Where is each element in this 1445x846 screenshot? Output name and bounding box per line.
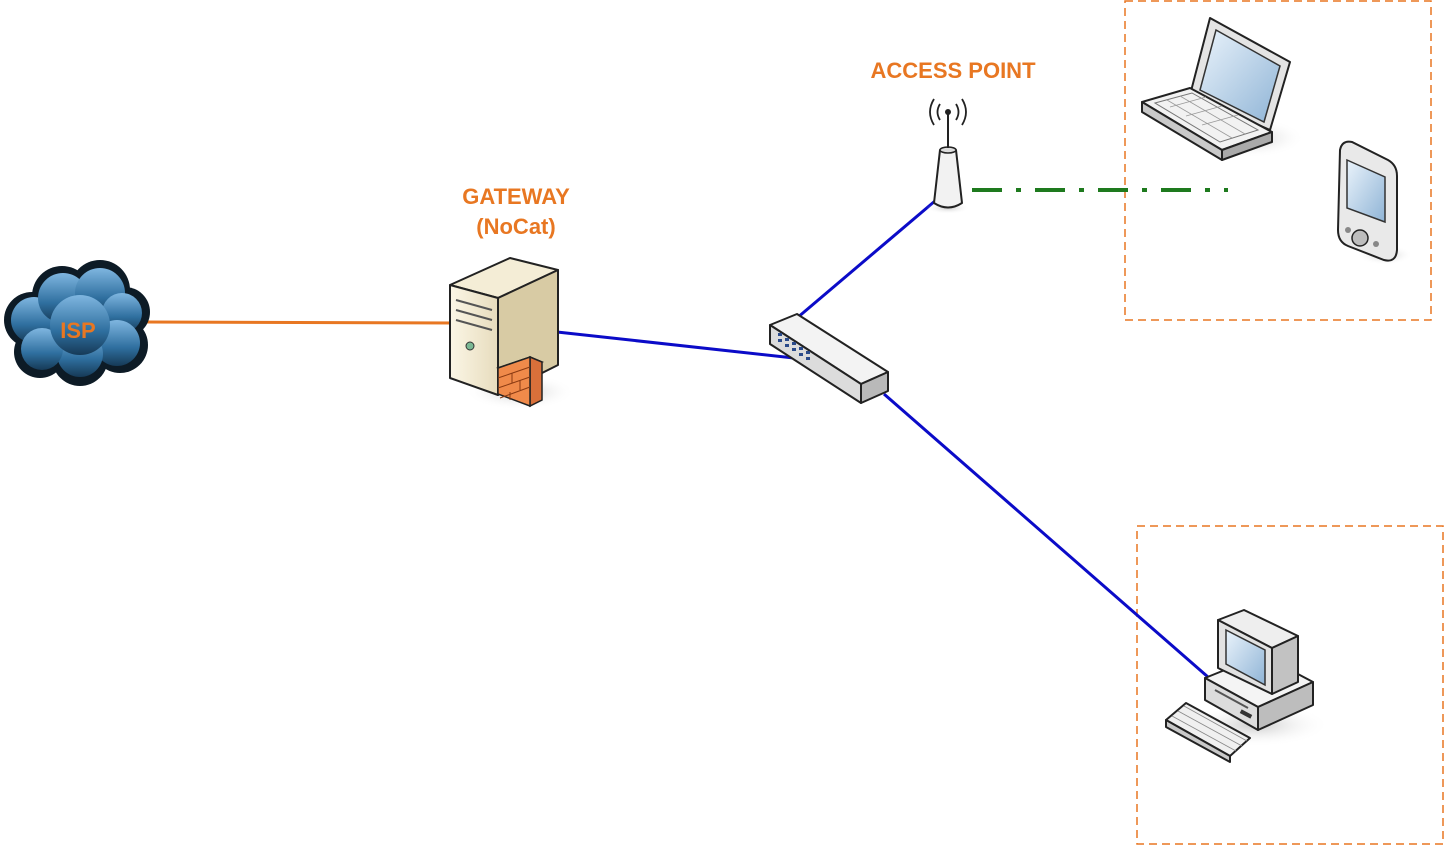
- access-point-label: ACCESS POINT: [870, 58, 1036, 83]
- gateway-server-icon: [449, 257, 575, 410]
- desktop-pc-icon: [1165, 609, 1330, 763]
- gateway-label: GATEWAY: [462, 184, 570, 209]
- network-switch-icon: [769, 313, 889, 404]
- laptop-icon: [1141, 17, 1305, 161]
- switch-desktop-link: [883, 392, 1209, 679]
- gateway-switch-link: [556, 330, 813, 362]
- isp-cloud-icon: [4, 260, 150, 386]
- access-point-icon: [926, 98, 970, 214]
- isp-label: ISP: [60, 318, 96, 343]
- pda-icon: [1336, 140, 1413, 265]
- gateway-sublabel: (NoCat): [476, 214, 556, 239]
- switch-accesspoint-link: [796, 199, 936, 320]
- isp-gateway-link: [144, 320, 456, 325]
